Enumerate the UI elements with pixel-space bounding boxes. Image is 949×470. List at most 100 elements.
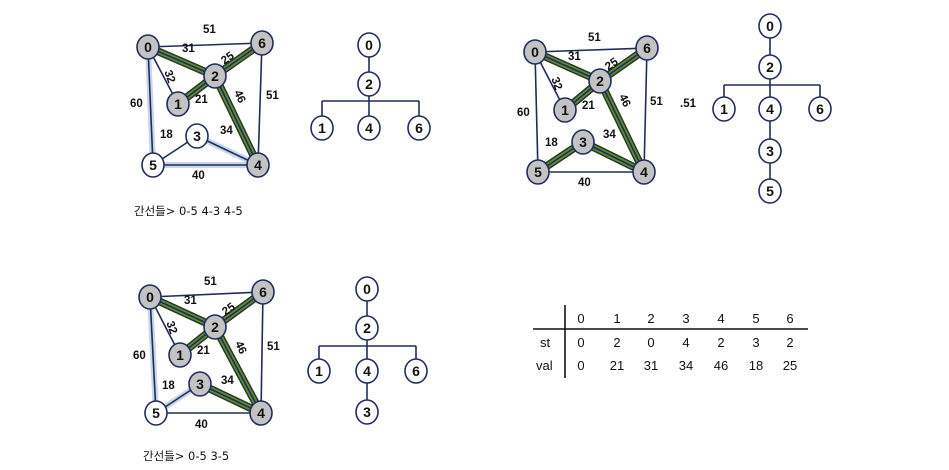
svg-text:1: 1 [176,347,184,363]
svg-text:6: 6 [259,284,267,300]
weight-0-5: 60 [130,98,143,110]
table-header-row: 0 1 2 3 4 5 6 [577,311,793,326]
svg-text:4: 4 [257,405,265,421]
svg-text:0: 0 [144,39,152,55]
weight-6-4: 51 [266,90,279,102]
table-cell: 34 [679,358,693,373]
tree-panel-1: 0 2 1 4 6 [310,32,431,141]
graph-node-1: 1 [166,91,190,117]
svg-text:1: 1 [315,363,323,379]
svg-text:6: 6 [415,120,423,136]
caption-panel-3: 간선들> 0-5 3-5 [143,449,229,463]
weight-6-4: 51 [650,96,663,108]
svg-text:6: 6 [816,101,824,117]
graph-node-5: 5 [526,159,550,185]
svg-text:4: 4 [766,101,774,117]
svg-text:3: 3 [193,128,201,144]
svg-text:2: 2 [766,59,774,75]
svg-text:1: 1 [318,120,326,136]
tree-node-1: 1 [712,96,736,122]
tree-node-5: 5 [758,178,782,204]
weight-2-4: 46 [232,339,248,356]
svg-text:0: 0 [766,18,774,34]
weight-0-6: 51 [204,276,217,288]
weight-0-5: 60 [133,350,146,362]
table-cell: 46 [714,358,728,373]
svg-text:4: 4 [365,120,373,136]
weight-0-2: 31 [184,295,197,307]
table-cell: 3 [752,335,759,350]
svg-text:5: 5 [152,405,160,421]
stray-weight-label: .51 [680,98,697,110]
table-cell: 0 [577,358,584,373]
weight-0-2: 31 [568,51,581,63]
weight-0-1: 32 [163,320,179,336]
table-cell: 4 [682,335,689,350]
svg-text:3: 3 [363,404,371,420]
svg-text:5: 5 [149,157,157,173]
weight-2-4: 46 [616,92,632,109]
svg-text:0: 0 [365,37,373,53]
tree-node-6: 6 [407,115,431,141]
graph-node-2: 2 [203,63,227,89]
svg-text:6: 6 [643,40,651,56]
tree-node-4: 4 [355,358,379,384]
tree-panel-3: 0 2 1 4 6 3 [307,276,428,425]
svg-text:5: 5 [534,164,542,180]
tree-node-0: 0 [758,13,782,39]
tree-node-4: 4 [758,96,782,122]
weight-1-2: 21 [582,100,595,112]
graph-node-5: 5 [144,400,168,426]
table-row-label: val [536,358,553,373]
table-header-cell: 6 [786,311,793,326]
tree-node-2: 2 [758,54,782,80]
graph-node-0: 0 [136,34,160,60]
tree-node-0: 0 [357,32,381,58]
svg-text:3: 3 [766,143,774,159]
weight-0-6: 51 [588,32,601,44]
weight-5-4: 40 [578,177,591,189]
weight-5-3: 18 [160,129,173,141]
table-cell: 2 [786,335,793,350]
svg-text:6: 6 [412,363,420,379]
svg-text:4: 4 [254,157,262,173]
weight-2-4: 46 [231,88,247,105]
tree-node-0: 0 [355,276,379,302]
tree-node-1: 1 [310,115,334,141]
weight-5-4: 40 [195,419,208,431]
weight-3-4: 34 [221,375,234,387]
weight-5-3: 18 [545,137,558,149]
svg-text:2: 2 [365,76,373,92]
svg-text:4: 4 [363,363,371,379]
tree-node-2: 2 [355,315,379,341]
weight-6-4: 51 [267,341,280,353]
graph-node-3: 3 [188,371,212,397]
weight-3-4: 34 [603,129,616,141]
weight-0-1: 32 [548,76,564,92]
graph-node-4: 4 [249,400,273,426]
table-header-cell: 0 [577,311,584,326]
graph-panel-2: 51 31 25 32 21 46 51 60 18 34 40 .51 0 6… [517,32,697,189]
graph-node-2: 2 [588,68,612,94]
graph-node-6: 6 [635,35,659,61]
tree-node-6: 6 [808,96,832,122]
graph-panel-3: 51 31 25 32 21 46 51 60 18 34 40 0 6 2 1… [133,276,280,463]
svg-text:3: 3 [579,134,587,150]
graph-node-4: 4 [632,159,656,185]
svg-text:0: 0 [146,289,154,305]
svg-text:1: 1 [720,101,728,117]
table-header-cell: 1 [613,311,620,326]
tree-node-6: 6 [404,358,428,384]
table-header-cell: 2 [647,311,654,326]
tree-node-3: 3 [355,399,379,425]
table-row-label: st [540,335,551,350]
svg-text:4: 4 [640,164,648,180]
svg-text:6: 6 [258,35,266,51]
tree-node-1: 1 [307,358,331,384]
table-cell: 21 [610,358,624,373]
graph-node-0: 0 [138,284,162,310]
graph-node-1: 1 [168,342,192,368]
weight-0-6: 51 [203,24,216,36]
table-cell: 2 [613,335,620,350]
